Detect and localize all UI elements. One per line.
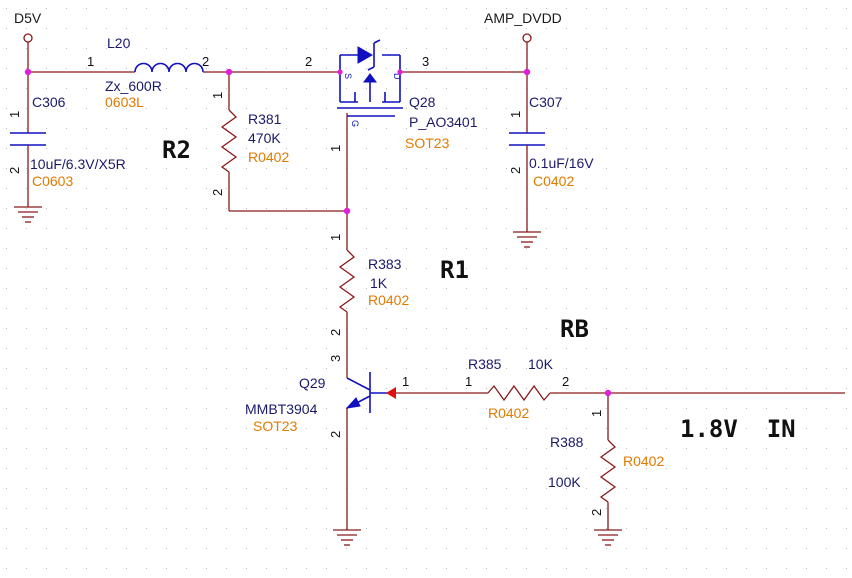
l20-pin2: 2	[202, 54, 209, 69]
l20-value: Zx_600R	[105, 78, 162, 94]
q28-pmos-transistor	[337, 39, 403, 211]
q29-pin-collector: 3	[328, 355, 343, 362]
r383-value: 1K	[370, 275, 388, 291]
q29-pin-emitter: 2	[328, 431, 343, 438]
c307-pin1: 1	[508, 111, 523, 118]
junction-l20-r381	[225, 68, 233, 76]
r388-resistor	[599, 393, 617, 530]
annotation-rb: RB	[560, 315, 589, 343]
c307-ref: C307	[529, 94, 563, 110]
l20-ref: L20	[107, 35, 131, 51]
r385-pin1: 1	[465, 374, 472, 389]
q29-pin-base: 1	[402, 374, 409, 389]
r388-pin2: 2	[589, 509, 604, 516]
q28-pin-gate: 1	[328, 145, 343, 152]
junction-d5v	[24, 68, 32, 76]
r381-ref: R381	[248, 111, 282, 127]
junction-amp-dvdd	[523, 68, 531, 76]
q29-value: MMBT3904	[245, 401, 318, 417]
q28-pin-source: 2	[305, 54, 312, 69]
r388-package: R0402	[623, 453, 664, 469]
q28-drain-dot	[397, 69, 403, 75]
r381-package: R0402	[248, 149, 289, 165]
c306-value: 10uF/6.3V/X5R	[30, 156, 126, 172]
l20-inductor	[134, 62, 205, 73]
r388-value: 100K	[548, 474, 581, 490]
r388-ref: R388	[550, 434, 584, 450]
c306-pin1: 1	[7, 111, 22, 118]
r385-resistor	[396, 384, 845, 402]
c306-ground-icon	[14, 206, 42, 223]
junction-gate	[343, 207, 351, 215]
annotation-r2: R2	[162, 136, 191, 164]
r381-pin1: 1	[210, 92, 225, 99]
q28-package: SOT23	[405, 135, 450, 151]
r385-package: R0402	[488, 405, 529, 421]
q28-pin-drain: 3	[422, 54, 429, 69]
l20-package: 0603L	[105, 94, 144, 110]
r385-value: 10K	[528, 356, 554, 372]
r383-pin2: 2	[328, 329, 343, 336]
q28-source-dot	[337, 69, 343, 75]
q29-ref: Q29	[299, 375, 326, 391]
c307-pin2: 2	[508, 167, 523, 174]
r385-ref: R385	[468, 356, 502, 372]
r381-value: 470K	[248, 130, 281, 146]
c307-capacitor	[509, 72, 545, 232]
q29-npn-transistor	[345, 372, 396, 530]
r383-pin1: 1	[328, 234, 343, 241]
c306-pin2: 2	[7, 167, 22, 174]
c307-ground-icon	[513, 231, 541, 248]
annotation-r1: R1	[440, 256, 469, 284]
c306-ref: C306	[32, 94, 66, 110]
d5v-label: D5V	[14, 10, 42, 26]
q29-ground-icon	[333, 529, 361, 546]
c306-capacitor	[10, 72, 46, 207]
r383-ref: R383	[368, 256, 402, 272]
r383-resistor	[338, 211, 356, 378]
r388-ground-icon	[594, 529, 622, 546]
r381-pin2: 2	[210, 189, 225, 196]
q28-value: P_AO3401	[409, 114, 478, 130]
q28-drain-marker: D	[392, 73, 402, 80]
d5v-power-symbol	[23, 33, 33, 72]
q28-gate-marker: G	[350, 120, 360, 127]
annotation-input: 1.8V IN	[680, 415, 796, 443]
c306-package: C0603	[32, 173, 73, 189]
r385-pin2: 2	[562, 374, 569, 389]
c307-package: C0402	[533, 173, 574, 189]
amp-dvdd-power-symbol	[522, 33, 532, 72]
r381-resistor	[220, 72, 347, 212]
l20-pin1: 1	[87, 54, 94, 69]
q29-package: SOT23	[253, 418, 298, 434]
q28-ref: Q28	[409, 94, 436, 110]
junction-input	[604, 389, 612, 397]
r388-pin1: 1	[589, 410, 604, 417]
r383-package: R0402	[368, 292, 409, 308]
q28-source-marker: S	[343, 73, 353, 79]
amp-dvdd-label: AMP_DVDD	[484, 10, 562, 26]
c307-value: 0.1uF/16V	[529, 155, 594, 171]
